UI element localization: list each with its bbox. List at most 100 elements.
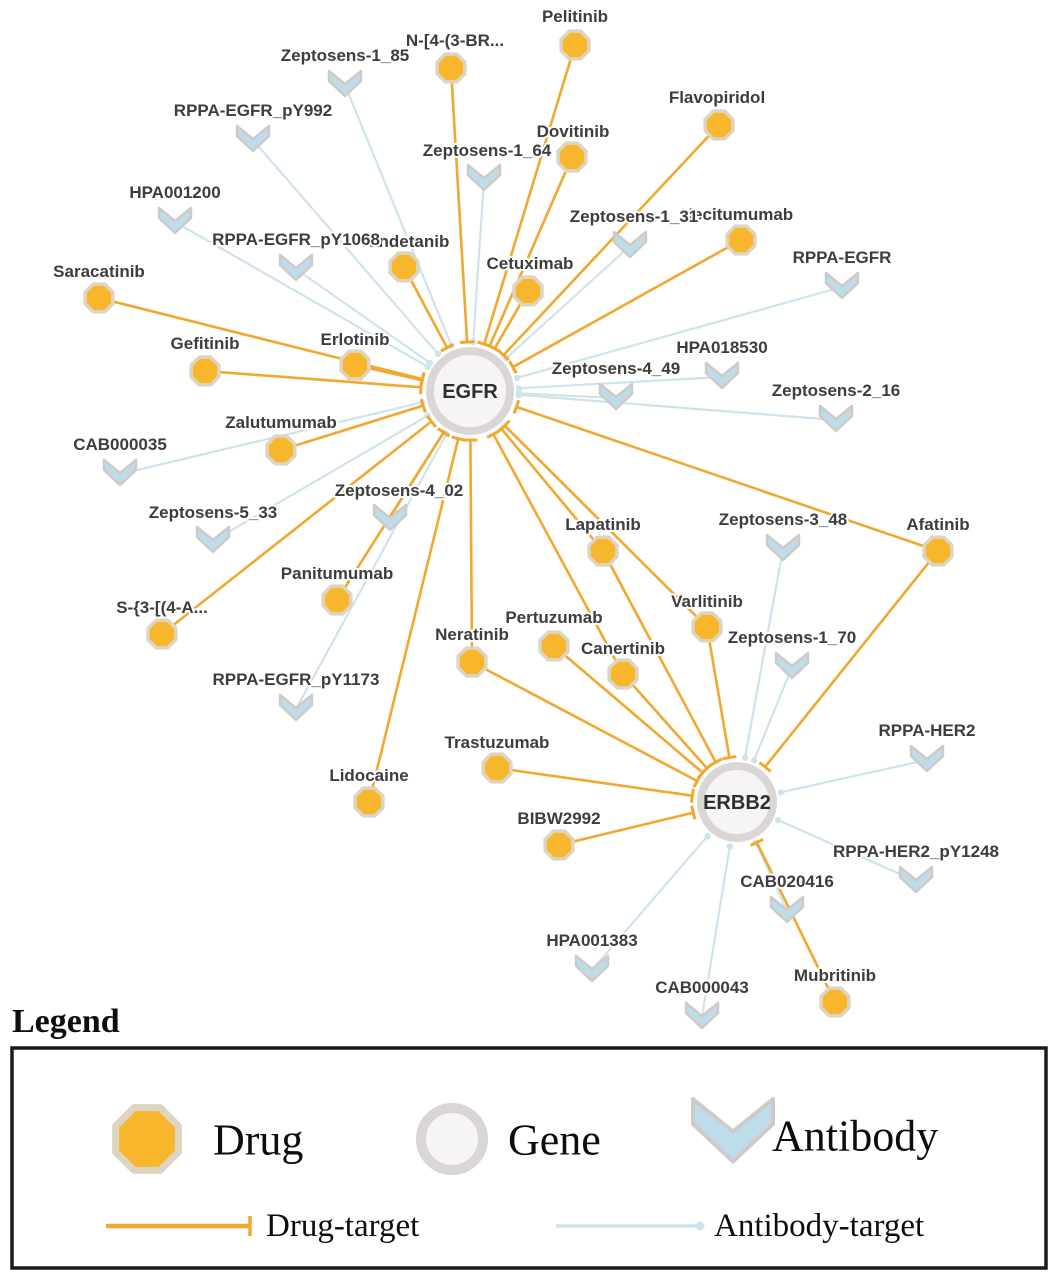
drug-node-varlitinib [691,611,723,643]
node-label-vandetanib: Vandetanib [359,232,450,251]
drug-target-edge [749,837,837,1003]
node-label-rppa_egfr_py1068: RPPA-EGFR_pY1068 [212,230,380,249]
node-label-hpa001383: HPA001383 [546,931,637,950]
antibody-target-edge [514,285,843,381]
node-label-bibw2992: BIBW2992 [517,809,600,828]
drug-node-flavopiridol [703,109,735,141]
node-label-pertuzumab: Pertuzumab [505,608,602,627]
antibody-node-rppa_egfr [824,271,860,300]
node-label-zeptosens_4_02: Zeptosens-4_02 [335,481,464,500]
labels-layer: EGFRERBB2PelitinibN-[4-(3-BR...Flavopiri… [51,5,1001,999]
antibody-node-zeptosens_3_48 [765,533,801,562]
drug-target-edge [758,550,940,773]
node-label-zeptosens_1_31: Zeptosens-1_31 [570,207,699,226]
node-label-erlotinib: Erlotinib [321,330,390,349]
node-label-zeptosens_1_64: Zeptosens-1_64 [423,141,552,160]
antibody-node-rppa_egfr_py1068 [278,253,314,282]
node-label-zeptosens_1_70: Zeptosens-1_70 [728,628,857,647]
node-label-necitumumab: Necitumumab [681,205,793,224]
node-label-zeptosens_1_85: Zeptosens-1_85 [281,46,410,65]
node-label-lidocaine: Lidocaine [329,766,408,785]
antibody-node-rppa_egfr_py992 [235,124,271,153]
node-label-cab020416: CAB020416 [740,872,834,891]
legend-antibody-target-label: Antibody-target [714,1208,924,1244]
drug-target-edge [482,156,574,351]
antibody-target-edge [295,430,450,710]
node-label-cab000043: CAB000043 [655,978,749,997]
legend-title: Legend [12,1003,120,1040]
antibody-target-edge [700,843,733,1018]
antibody-node-zeptosens_4_02 [372,503,408,532]
drug-node-bibw2992 [543,829,575,861]
legend-gene-label: Gene [508,1116,601,1165]
antibody-node-cab000043 [684,1001,720,1030]
drug-node-zalutumumab [265,434,297,466]
legend-drug-icon [112,1104,182,1174]
antibody-node-zeptosens_1_64 [466,163,502,192]
drug-node-s3_4a [146,618,178,650]
antibody-node-zeptosens_4_49 [598,382,634,411]
gene-label-egfr: EGFR [442,381,498,403]
node-label-s3_4a: S-{3-[(4-A... [116,598,208,617]
drug-node-trastuzumab [481,752,513,784]
node-label-lapatinib: Lapatinib [565,515,641,534]
drug-target-edge [477,44,577,348]
node-label-saracatinib: Saracatinib [53,262,145,281]
node-label-zeptosens_3_48: Zeptosens-3_48 [719,510,848,529]
antibody-target-edge [343,84,455,349]
drug-node-erlotinib [339,349,371,381]
legend-drug-label: Drug [213,1116,303,1165]
drug-target-edge [622,673,714,775]
antibody-target-edge [470,178,486,346]
drug-node-vandetanib [388,251,420,283]
legend-icons [106,1097,775,1236]
drug-node-gefitinib [189,355,221,387]
drug-node-cetuximab [512,275,544,307]
edges-layer [98,44,940,1018]
drug-node-dovitinib [556,141,588,173]
drug-target-edge [705,626,737,761]
node-label-hpa001200: HPA001200 [129,183,220,202]
antibody-target-edge [503,245,631,362]
antibody-target-edge [777,758,928,796]
antibody-node-zeptosens_2_16 [818,404,854,433]
drug-node-pertuzumab [538,630,570,662]
antibody-target-edge [775,817,917,883]
antibody-target-edge [295,268,434,367]
antibody-node-zeptosens_1_85 [327,69,363,98]
drug-node-panitumumab [321,584,353,616]
drug-target-edge [558,805,697,847]
antibody-node-hpa001200 [157,206,193,235]
gene-label-erbb2: ERBB2 [703,792,771,814]
node-label-rppa_her2: RPPA-HER2 [879,721,976,740]
legend-gene-icon [416,1103,488,1175]
drug-target-edge [553,645,709,780]
drug-node-lidocaine [353,786,385,818]
drug-target-edge [367,435,466,803]
drug-target-edge [494,423,604,552]
antibody-target-edge [212,412,431,542]
antibody-node-rppa_her2 [909,744,945,773]
node-label-zeptosens_4_49: Zeptosens-4_49 [552,359,681,378]
drug-target-edge [498,419,708,628]
node-label-zalutumumab: Zalutumumab [225,413,336,432]
drug-node-mubritinib [819,986,851,1018]
legend-box [10,1046,1048,1270]
legend: Legend Drug Gene Antibody Drug-target An… [10,1003,1048,1270]
node-label-rppa_egfr_py992: RPPA-EGFR_pY992 [174,101,332,120]
legend-antibody-label: Antibody [772,1112,938,1161]
drug-target-edge [204,369,424,395]
antibody-target-edge [515,391,837,422]
drug-node-canertinib [607,658,639,690]
node-label-rppa_her2_py1248: RPPA-HER2_pY1248 [833,842,999,861]
node-label-gefitinib: Gefitinib [171,334,240,353]
node-label-varlitinib: Varlitinib [671,592,743,611]
node-label-cetuximab: Cetuximab [487,254,574,273]
drug-target-edge [496,766,695,803]
antibody-target-edge [752,839,789,912]
drug-target-edge [280,398,427,452]
drug-node-neratinib [456,646,488,678]
drug-target-edge [463,438,478,663]
antibody-target-edge [515,390,617,400]
